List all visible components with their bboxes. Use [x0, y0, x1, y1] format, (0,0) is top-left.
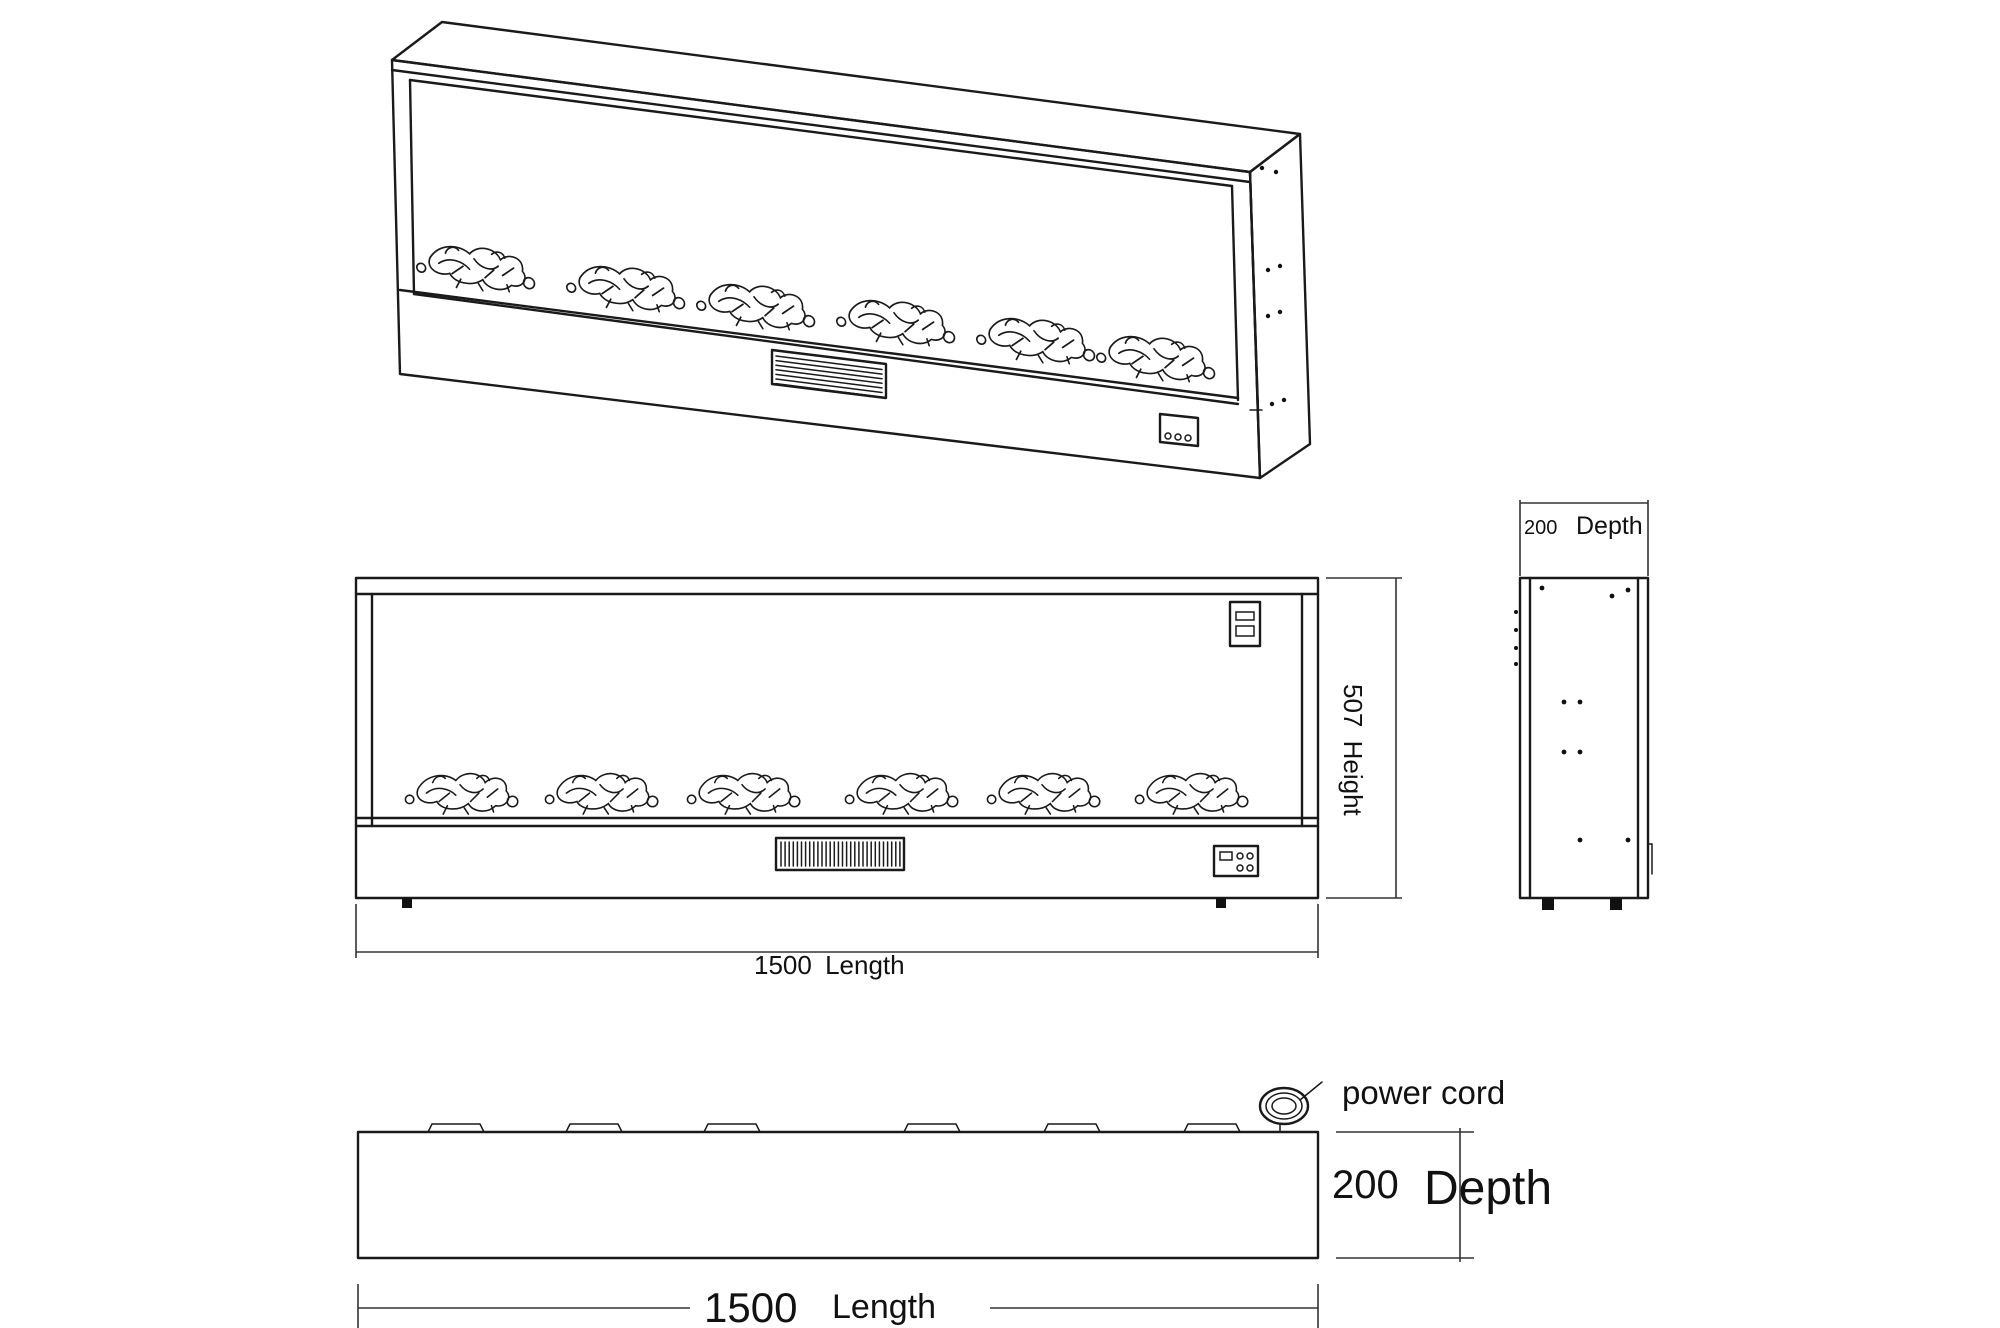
front-right-foot	[1216, 898, 1226, 908]
side-right-foot	[1610, 898, 1622, 910]
front-length-unit: Length	[825, 950, 905, 980]
side-left-foot	[1542, 898, 1554, 910]
svg-text:507 Height: 507 Height	[1338, 684, 1368, 817]
front-heater-vent	[774, 836, 906, 872]
front-control-panel	[1212, 844, 1260, 878]
perspective-view	[390, 20, 1312, 480]
perspective-side-screws	[1259, 165, 1287, 407]
perspective-top-surface	[390, 20, 1302, 174]
top-depth-unit: Depth	[1424, 1162, 1552, 1215]
front-outer-frame	[354, 576, 1320, 900]
perspective-side-face	[1248, 132, 1312, 480]
side-depth-dimension: 200 Depth	[1519, 500, 1649, 576]
front-length-dimension: 1500 Length	[355, 904, 1319, 980]
svg-text:1500 Length: 1500 Length	[754, 950, 905, 980]
top-depth-dimension: 200 Depth	[1332, 1128, 1552, 1262]
front-view: 507 Height 1500 Length	[354, 576, 1402, 980]
side-depth-unit: Depth	[1576, 512, 1643, 540]
perspective-heater-vent	[770, 348, 888, 400]
side-screws	[1514, 585, 1631, 843]
front-height-dimension: 507 Height	[1326, 577, 1402, 899]
front-length-value: 1500	[754, 950, 812, 980]
top-view: power cord 200 Depth 1500 Length	[356, 1074, 1552, 1328]
front-height-unit: Height	[1338, 741, 1368, 817]
top-outer-frame	[356, 1130, 1320, 1260]
front-left-foot	[402, 898, 412, 908]
top-length-dimension: 1500 Length	[357, 1284, 1319, 1328]
top-length-value: 1500	[704, 1284, 797, 1328]
power-cord	[1258, 1081, 1323, 1133]
power-cord-label: power cord	[1342, 1074, 1505, 1111]
top-length-unit: Length	[832, 1288, 936, 1326]
top-tabs	[427, 1123, 1241, 1133]
side-outer-frame	[1518, 576, 1650, 900]
front-glass-switch	[1228, 600, 1262, 648]
perspective-control-panel	[1158, 412, 1200, 448]
top-depth-value: 200	[1332, 1163, 1399, 1207]
front-log-set	[404, 772, 1249, 815]
front-height-value: 507	[1338, 684, 1368, 727]
side-view: 200 Depth	[1514, 500, 1653, 910]
side-depth-value: 200	[1524, 517, 1557, 539]
